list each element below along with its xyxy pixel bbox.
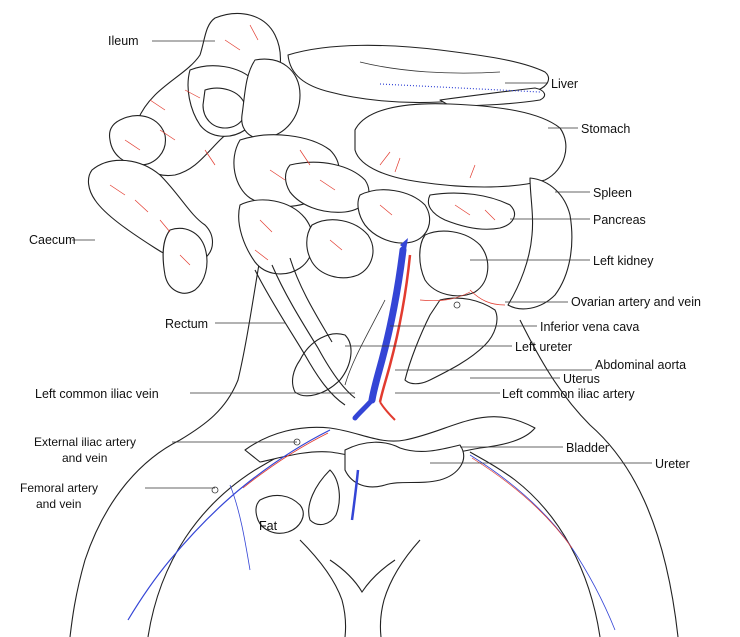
left-kidney — [420, 231, 505, 305]
bladder — [309, 442, 464, 524]
label-ovarian: Ovarian artery and vein — [571, 295, 701, 309]
label-ureter: Ureter — [655, 457, 690, 471]
label-liver: Liver — [551, 77, 578, 91]
pancreas — [428, 193, 514, 229]
left-common-iliac-artery — [380, 402, 395, 420]
label-bladder: Bladder — [566, 441, 609, 455]
label-left-common-iliac-vein: Left common iliac vein — [35, 387, 159, 401]
label-left-ureter: Left ureter — [515, 340, 572, 354]
label-external-iliac-2: and vein — [62, 451, 107, 465]
stomach — [355, 104, 566, 187]
label-uterus: Uterus — [563, 372, 600, 386]
label-external-iliac-1: External iliac artery — [34, 435, 136, 449]
label-femoral-2: and vein — [36, 497, 81, 511]
external-iliac-vein — [128, 430, 330, 620]
label-ileum: Ileum — [108, 34, 139, 48]
label-rectum: Rectum — [165, 317, 208, 331]
label-pancreas: Pancreas — [593, 213, 646, 227]
caecum — [88, 160, 212, 293]
label-stomach: Stomach — [581, 122, 630, 136]
label-fat: Fat — [259, 519, 278, 533]
label-caecum: Caecum — [29, 233, 76, 247]
label-spleen: Spleen — [593, 186, 632, 200]
label-abdominal-aorta: Abdominal aorta — [595, 358, 686, 372]
label-inferior-vena-cava: Inferior vena cava — [540, 320, 639, 334]
spleen — [508, 178, 572, 309]
label-femoral-1: Femoral artery — [20, 481, 98, 495]
left-common-iliac-vein — [355, 400, 372, 418]
label-left-common-iliac-artery: Left common iliac artery — [502, 387, 635, 401]
label-left-kidney: Left kidney — [593, 254, 654, 268]
liver — [288, 45, 549, 106]
